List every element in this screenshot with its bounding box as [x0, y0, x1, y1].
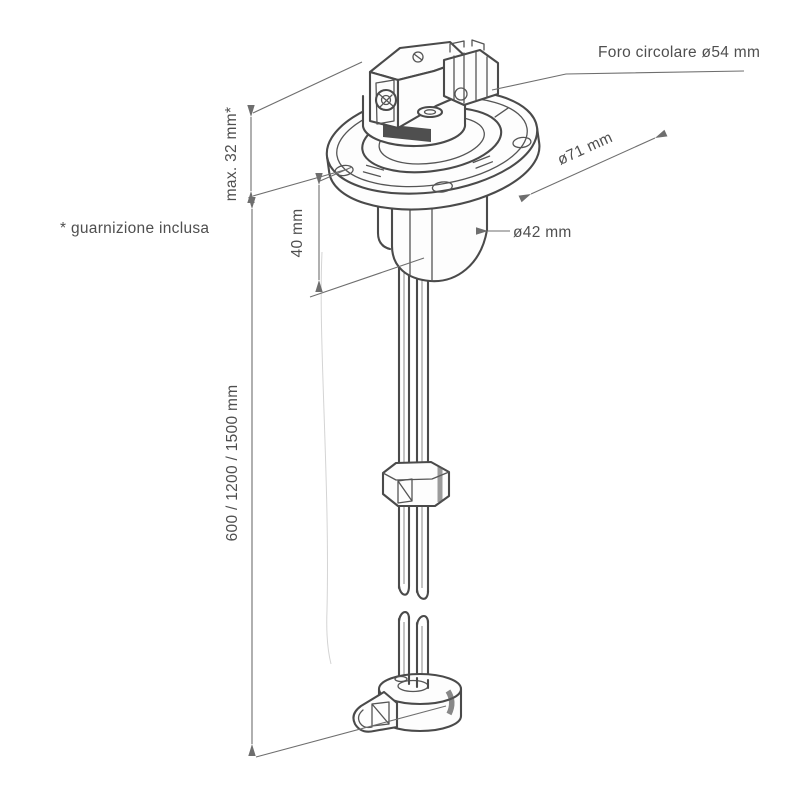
- dim-body-length: 40 mm: [289, 166, 425, 298]
- foot-front-mark: [371, 701, 390, 727]
- screw-slot-cross: [378, 93, 394, 108]
- head-oval-detail: [416, 105, 444, 119]
- extension-line: [255, 705, 447, 758]
- extension-line: [252, 61, 363, 114]
- tube-break-marks: [397, 584, 430, 627]
- collar-front-mark: [397, 478, 413, 504]
- dim-label-max-height: max. 32 mm*: [223, 107, 240, 202]
- spade-terminal-block: [442, 48, 500, 107]
- screw-lug: [334, 164, 354, 177]
- dim-tube-length: 600 / 1200 / 1500 mm: [224, 197, 447, 758]
- dim-label-body-diameter: ø42 mm: [513, 224, 572, 241]
- label-hole-note: Foro circolare ø54 mm: [598, 44, 760, 61]
- break-hook: [397, 584, 411, 596]
- collar-body: [381, 460, 451, 508]
- tube-collar: [381, 460, 451, 508]
- leader-line: [491, 70, 745, 91]
- screw-lug: [431, 181, 453, 193]
- dim-body-diameter: ø42 mm: [476, 224, 572, 241]
- mounting-flange: [325, 89, 541, 211]
- extension-line: [319, 166, 353, 182]
- outer-tube-left: [397, 248, 411, 590]
- extension-line: [252, 168, 349, 197]
- break-hook: [415, 588, 430, 600]
- terminal-tabs: [449, 39, 485, 53]
- scan-crease: [320, 251, 332, 665]
- tube-entry-stubs: [407, 674, 430, 690]
- terminal-eyelet: [454, 87, 468, 101]
- dim-flange-height: max. 32 mm*: [223, 61, 363, 203]
- ring-slots: [362, 107, 509, 178]
- dim-label-flange-diameter: ø71 mm: [555, 129, 615, 169]
- terminal-head: [361, 39, 500, 148]
- dim-label-tube-lengths: 600 / 1200 / 1500 mm: [224, 385, 241, 542]
- head-oval-inner: [423, 109, 437, 115]
- dim-flange-diameter: ø71 mm: [518, 129, 668, 203]
- terminal-fins: [453, 51, 488, 104]
- top-screw: [412, 51, 424, 63]
- head-panel: [375, 79, 395, 125]
- body-step: [376, 164, 392, 251]
- dimension-line: [518, 129, 668, 203]
- drum-dark-slot: [383, 124, 431, 142]
- extension-line: [309, 257, 425, 298]
- tube-end-stop: [352, 672, 463, 733]
- top-screw-slot: [413, 53, 423, 61]
- callout-circular-hole: Foro circolare ø54 mm: [491, 44, 760, 91]
- foot-shading: [445, 689, 455, 716]
- break-hook: [415, 615, 430, 627]
- left-tube-end-cap: [394, 675, 408, 683]
- dim-label-body-length: 40 mm: [289, 209, 306, 258]
- outer-tube-right: [415, 250, 430, 594]
- break-hook: [397, 611, 411, 623]
- terminal-screw-center: [380, 94, 392, 106]
- label-gasket-note: * guarnizione inclusa: [60, 220, 209, 237]
